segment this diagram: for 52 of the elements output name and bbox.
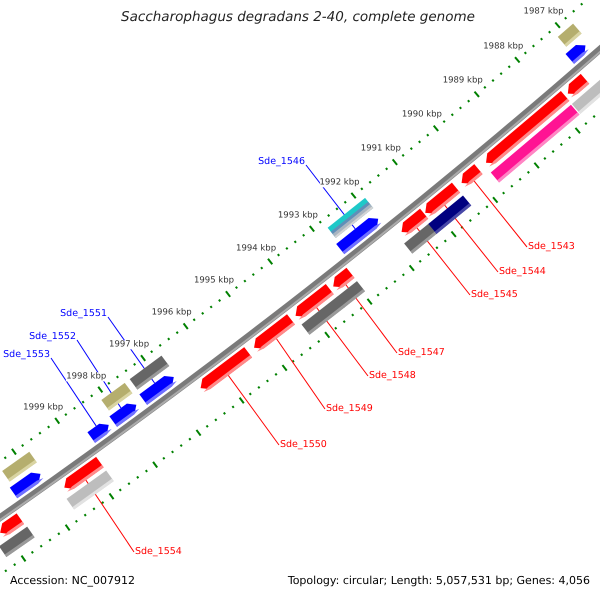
- tick-label: 1997 kbp: [109, 340, 150, 350]
- feature-bar: [490, 104, 580, 182]
- genome-info-text: Topology: circular; Length: 5,057,531 bp; Genes: 4,056: [288, 575, 590, 588]
- tick-label: 1996 kbp: [152, 308, 192, 318]
- gene-feature: [87, 424, 112, 443]
- feature-bar: [336, 281, 366, 308]
- feature-bar: [0, 526, 35, 557]
- leader-line: [228, 374, 280, 446]
- feature-bar: [66, 470, 114, 510]
- tick-label: 1991 kbp: [360, 144, 401, 154]
- gene-label: Sde_1552: [29, 332, 76, 342]
- feature-bar: [558, 24, 582, 47]
- gene-label: Sde_1545: [471, 290, 518, 300]
- leader-line: [474, 180, 528, 248]
- leader-line: [316, 307, 368, 376]
- gene-feature: [462, 164, 483, 187]
- gene-feature: [200, 347, 252, 392]
- gene-feature: [566, 45, 589, 64]
- gene-label: Sde_1547: [398, 348, 445, 358]
- gene-label: Sde_1543: [528, 242, 575, 252]
- tick-label: 1992 kbp: [319, 178, 360, 188]
- leader-line: [345, 284, 398, 354]
- gene-label: Sde_1553: [3, 350, 50, 360]
- feature-bar: [428, 196, 472, 234]
- tick-label: 1999 kbp: [23, 403, 64, 412]
- title: Saccharophagus degradans 2-40, complete genome: [121, 10, 475, 25]
- tick-label: 1990 kbp: [402, 110, 442, 120]
- leader-line: [276, 338, 326, 410]
- leader-line: [444, 204, 498, 272]
- tick-label: 1994 kbp: [236, 244, 276, 254]
- gene-label: Sde_1544: [499, 266, 546, 278]
- gene-label: Sde_1550: [280, 440, 327, 450]
- feature-bar: [302, 296, 346, 335]
- gene-label: Sde_1554: [135, 546, 182, 558]
- gene-feature: [336, 218, 382, 254]
- tick-label: 1998 kbp: [66, 372, 106, 382]
- gene-feature: [109, 404, 140, 427]
- gene-feature: [254, 314, 295, 352]
- gene-label: Sde_1549: [326, 404, 373, 414]
- tick-label: 1989 kbp: [442, 76, 483, 86]
- tick-label: 1987 kbp: [524, 7, 564, 17]
- tick-label: 1988 kbp: [483, 42, 524, 52]
- gene-label: Sde_1546: [258, 156, 305, 168]
- accession-text: Accession: NC_007912: [10, 575, 136, 588]
- gene-label: Sde_1551: [60, 308, 107, 320]
- leader-line: [50, 358, 97, 426]
- gene-label: Sde_1548: [369, 370, 416, 382]
- leader-line: [85, 480, 134, 552]
- tick-label: 1995 kbp: [194, 276, 234, 286]
- gene-feature: [10, 472, 44, 498]
- tick-label: 1993 kbp: [278, 211, 318, 220]
- gene-feature: [139, 376, 177, 405]
